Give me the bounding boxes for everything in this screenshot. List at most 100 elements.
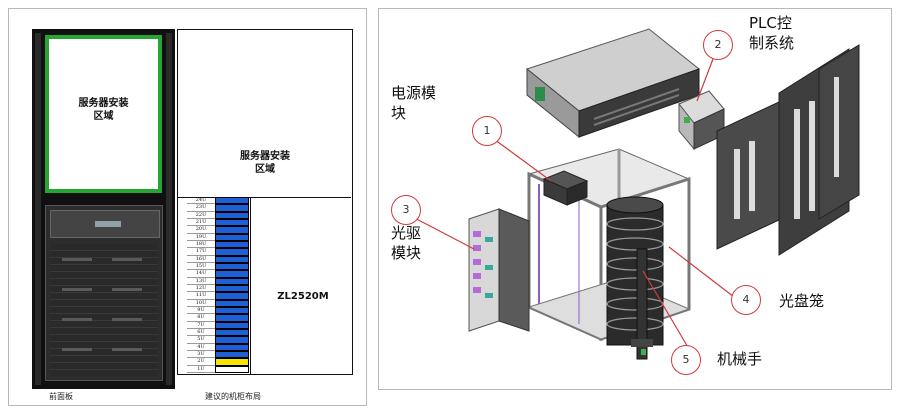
u-row: 1U bbox=[187, 365, 249, 373]
u-row-label: 23U bbox=[187, 204, 215, 212]
vent-slot bbox=[62, 288, 92, 291]
server-area-front-line2: 区域 bbox=[93, 111, 114, 122]
u-row: 23U bbox=[187, 204, 249, 212]
label-disc-cage: 光盘笼 bbox=[779, 292, 825, 310]
u-row: 16U bbox=[187, 255, 249, 263]
u-row-label: 2U bbox=[187, 358, 215, 366]
label-optical-drive-line2: 模块 bbox=[391, 244, 422, 262]
u-row-label: 4U bbox=[187, 344, 215, 351]
u-row-label: 10U bbox=[187, 300, 215, 307]
label-power-module-line2: 块 bbox=[391, 104, 407, 122]
plc-control-box bbox=[525, 28, 701, 139]
u-row-label: 9U bbox=[187, 307, 215, 315]
u-row-label: 3U bbox=[187, 351, 215, 359]
u-row: 22U bbox=[187, 211, 249, 219]
equipment-grille bbox=[50, 244, 158, 376]
u-row-label: 14U bbox=[187, 270, 215, 278]
equipment-display bbox=[95, 221, 121, 227]
u-row-slot bbox=[215, 351, 249, 359]
label-plc-system-line2: 制系统 bbox=[749, 34, 795, 52]
u-row: 5U bbox=[187, 336, 249, 344]
u-row-label: 11U bbox=[187, 292, 215, 300]
u-row-slot bbox=[215, 226, 249, 234]
u-row: 6U bbox=[187, 329, 249, 337]
callout-4: 4 bbox=[731, 285, 761, 315]
u-row-slot bbox=[215, 270, 249, 278]
u-row-label: 22U bbox=[187, 212, 215, 219]
side-panels bbox=[716, 44, 860, 256]
u-row-slot bbox=[215, 307, 249, 315]
rack-layout-panel: 服务器安装 区域 服务器安装 区域 bbox=[8, 8, 367, 406]
u-row: 24U bbox=[187, 197, 249, 205]
u-row-label: 5U bbox=[187, 336, 215, 344]
u-column-divider bbox=[250, 198, 251, 374]
u-row-slot bbox=[215, 277, 249, 285]
model-label: ZL2520M bbox=[277, 291, 329, 302]
power-module bbox=[542, 170, 589, 206]
u-row-slot bbox=[215, 329, 249, 337]
caption-suggested-layout: 建议的机柜布局 bbox=[205, 392, 261, 401]
u-row-label: 20U bbox=[187, 226, 215, 234]
vent-slot bbox=[62, 318, 92, 321]
rack-rail-left bbox=[35, 33, 41, 385]
rack-rail-right bbox=[166, 33, 172, 385]
server-install-area-front: 服务器安装 区域 bbox=[45, 35, 162, 193]
u-row-label: 12U bbox=[187, 285, 215, 293]
label-plc-system-line1: PLC控 bbox=[749, 14, 792, 32]
server-area-front-label: 服务器安装 区域 bbox=[49, 97, 158, 123]
exploded-view-panel: 1 2 3 4 5 电源模 块 PLC控 制系统 光驱 模块 光盘笼 机械手 bbox=[378, 8, 892, 390]
u-row: 10U bbox=[187, 299, 249, 307]
u-row-slot bbox=[215, 211, 249, 219]
u-row-slot bbox=[215, 321, 249, 329]
server-area-plan-line2: 区域 bbox=[255, 164, 275, 175]
u-row: 4U bbox=[187, 343, 249, 351]
u-row-label: 21U bbox=[187, 219, 215, 227]
caption-front-panel: 前面板 bbox=[49, 392, 73, 401]
u-row-slot bbox=[215, 248, 249, 256]
vent-slot bbox=[112, 348, 142, 351]
u-row-slot bbox=[215, 233, 249, 241]
u-row-label: 13U bbox=[187, 278, 215, 285]
u-row: 18U bbox=[187, 241, 249, 249]
vent-slot bbox=[62, 258, 92, 261]
vent-slot bbox=[112, 288, 142, 291]
u-row-slot bbox=[215, 314, 249, 322]
u-row-label: 24U bbox=[187, 197, 215, 205]
u-row-label: 18U bbox=[187, 241, 215, 249]
vent-slot bbox=[62, 348, 92, 351]
u-row-label: 19U bbox=[187, 234, 215, 241]
u-row: 15U bbox=[187, 263, 249, 271]
u-row: 3U bbox=[187, 351, 249, 359]
plan-divider bbox=[178, 197, 351, 198]
u-row: 19U bbox=[187, 233, 249, 241]
u-row: 20U bbox=[187, 226, 249, 234]
label-power-module-line1: 电源模 bbox=[391, 84, 437, 102]
label-power-module: 电源模 块 bbox=[391, 83, 436, 123]
u-row-slot bbox=[215, 285, 249, 293]
u-row-label: 17U bbox=[187, 248, 215, 256]
u-row-label: 1U bbox=[187, 366, 215, 373]
u-row-label: 15U bbox=[187, 263, 215, 271]
u-row-slot bbox=[215, 197, 249, 205]
label-optical-drive-line1: 光驱 bbox=[391, 224, 422, 242]
disc-cage bbox=[606, 196, 664, 346]
u-row-slot bbox=[215, 292, 249, 300]
u-row-slot bbox=[215, 365, 249, 373]
label-optical-drive-module: 光驱 模块 bbox=[391, 223, 421, 263]
u-row: 14U bbox=[187, 270, 249, 278]
server-area-front-line1: 服务器安装 bbox=[78, 98, 129, 109]
callout-leaders bbox=[406, 58, 735, 350]
u-row: 2U bbox=[187, 358, 249, 366]
u-row-label: 7U bbox=[187, 322, 215, 329]
u-row-label: 6U bbox=[187, 329, 215, 337]
vent-slot bbox=[112, 318, 142, 321]
u-row-slot bbox=[215, 219, 249, 227]
rack-front-view: 服务器安装 区域 bbox=[32, 29, 175, 389]
library-equipment-front bbox=[45, 205, 163, 381]
u-row: 17U bbox=[187, 248, 249, 256]
callout-3: 3 bbox=[391, 195, 421, 225]
label-robot-arm: 机械手 bbox=[717, 350, 763, 368]
u-row-slot bbox=[215, 241, 249, 249]
u-row-slot bbox=[215, 204, 249, 212]
